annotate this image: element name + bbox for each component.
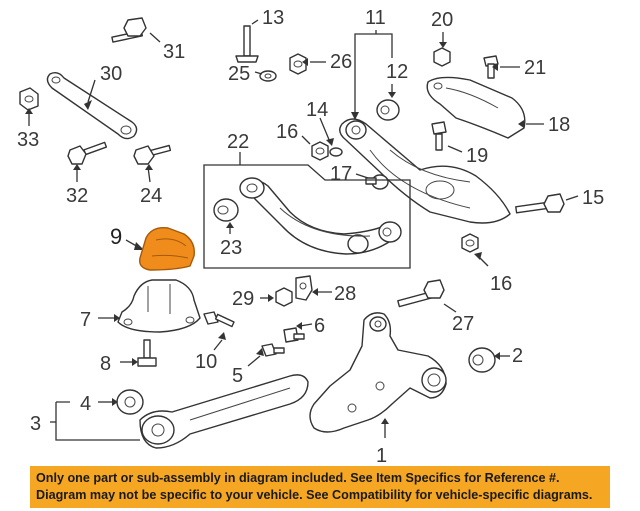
callout-5: 5	[232, 365, 243, 387]
bolt-8	[137, 339, 157, 367]
callout-3: 3	[30, 413, 41, 435]
mount-7	[117, 279, 201, 333]
disclaimer-line-1: Only one part or sub-assembly in diagram…	[36, 471, 560, 485]
callout-32: 32	[66, 185, 88, 207]
callout-13: 13	[262, 7, 284, 29]
upper-arm-22	[239, 177, 393, 255]
callout-7: 7	[80, 309, 91, 331]
bolt-27	[397, 279, 445, 308]
callout-box-22	[203, 164, 411, 269]
highlighted-part-9	[139, 227, 195, 271]
nut-33	[19, 87, 39, 111]
callout-18: 18	[548, 114, 570, 136]
bolt-32	[67, 141, 108, 165]
nut-29	[275, 287, 293, 307]
callout-25: 25	[228, 63, 250, 85]
bolt-13	[235, 25, 259, 63]
bracket-28	[295, 275, 313, 301]
bushing-2	[468, 347, 496, 373]
callout-6: 6	[314, 315, 325, 337]
bolt-17	[365, 174, 389, 190]
bushing-4	[116, 389, 144, 415]
nut-16-upper	[311, 141, 329, 161]
callout-29: 29	[232, 288, 254, 310]
trailing-arm-3	[139, 374, 309, 449]
callout-28: 28	[334, 283, 356, 305]
callout-27: 27	[452, 313, 474, 335]
callout-16-upper: 16	[276, 121, 298, 143]
callout-10: 10	[195, 351, 217, 373]
callout-14: 14	[306, 99, 328, 121]
callout-8: 8	[100, 353, 111, 375]
bolt-5	[261, 343, 285, 357]
callout-19: 19	[466, 145, 488, 167]
callout-20: 20	[431, 9, 453, 31]
callout-11: 11	[365, 7, 386, 29]
callout-26: 26	[330, 51, 352, 73]
bolt-10	[203, 311, 235, 328]
lateral-link-30	[46, 71, 138, 140]
callout-12: 12	[386, 61, 408, 83]
callout-23: 23	[220, 237, 242, 259]
callout-22: 22	[227, 131, 249, 153]
bracket-18	[426, 76, 526, 139]
callout-15: 15	[582, 187, 604, 209]
callout-16-lower: 16	[490, 273, 512, 295]
disclaimer-banner: Only one part or sub-assembly in diagram…	[30, 466, 610, 508]
callout-1: 1	[376, 445, 387, 467]
callout-30: 30	[100, 63, 122, 85]
disclaimer-line-2: Diagram may not be specific to your vehi…	[36, 488, 593, 502]
callout-2: 2	[512, 345, 523, 367]
bushing-23	[213, 198, 239, 222]
knuckle-1	[309, 312, 447, 433]
bushing-12	[376, 99, 400, 121]
washer-25	[259, 70, 277, 82]
nut-16-lower	[461, 233, 479, 253]
nut-20	[433, 47, 451, 67]
bolt-31	[111, 17, 147, 43]
bolt-15	[515, 193, 565, 214]
nut-26	[289, 53, 307, 75]
bolt-6	[283, 327, 305, 343]
callout-9: 9	[110, 224, 122, 249]
callout-4: 4	[80, 393, 91, 415]
bushing-22-right	[378, 221, 402, 243]
bolt-19	[431, 121, 447, 151]
callout-17: 17	[330, 163, 352, 185]
bolt-24	[133, 144, 172, 165]
control-arm-11	[339, 118, 511, 224]
callout-33: 33	[17, 129, 39, 151]
callout-21: 21	[524, 57, 546, 79]
callout-24: 24	[140, 185, 162, 207]
callout-31: 31	[163, 41, 185, 63]
washer-14	[329, 147, 343, 157]
